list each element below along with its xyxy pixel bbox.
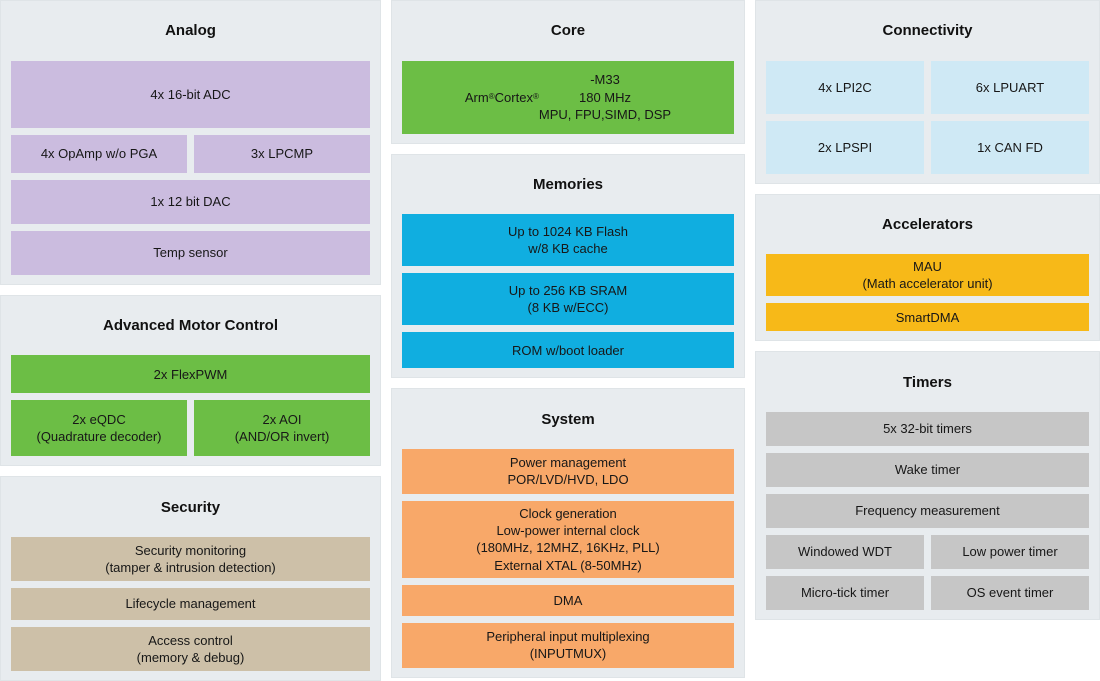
block-row: MAU (Math accelerator unit) [766, 254, 1089, 297]
block-low-power-timer[interactable]: Low power timer [931, 534, 1089, 569]
panel-title-timers: Timers [903, 373, 952, 391]
block-row: Access control (memory & debug) [11, 626, 370, 671]
block-row: Frequency measurement [766, 493, 1089, 528]
block-power-management[interactable]: Power management POR/LVD/HVD, LDO [402, 448, 734, 494]
block-can-fd[interactable]: 1x CAN FD [931, 120, 1089, 174]
block-temp-sensor[interactable]: Temp sensor [11, 230, 370, 275]
block-row: Temp sensor [11, 230, 370, 275]
block-clock-generation[interactable]: Clock generation Low-power internal cloc… [402, 500, 734, 578]
panel-analog: Analog 4x 16-bit ADC 4x OpAmp w/o PGA 3x… [0, 0, 381, 285]
block-row: Lifecycle management [11, 587, 370, 620]
panel-title-memories: Memories [532, 176, 604, 194]
panel-title-accelerators: Accelerators [882, 216, 973, 234]
block-row: ROM w/boot loader [402, 332, 734, 369]
panel-title-connectivity: Connectivity [882, 22, 973, 40]
panel-security: Security Security monitoring (tamper & i… [0, 476, 381, 681]
block-micro-tick-timer[interactable]: Micro-tick timer [766, 575, 924, 610]
panel-body-advanced-motor-control: 2x FlexPWM 2x eQDC (Quadrature decoder) … [11, 355, 370, 457]
panel-body-analog: 4x 16-bit ADC 4x OpAmp w/o PGA 3x LPCMP … [11, 60, 370, 275]
block-row: Micro-tick timer OS event timer [766, 575, 1089, 610]
block-row: 5x 32-bit timers [766, 411, 1089, 446]
block-row: Wake timer [766, 452, 1089, 487]
block-aoi[interactable]: 2x AOI (AND/OR invert) [194, 400, 370, 457]
block-access-control[interactable]: Access control (memory & debug) [11, 626, 370, 671]
block-eqdc[interactable]: 2x eQDC (Quadrature decoder) [11, 400, 187, 457]
block-row: Up to 256 KB SRAM (8 KB w/ECC) [402, 273, 734, 326]
block-lpi2c[interactable]: 4x LPI2C [766, 60, 924, 114]
block-lpspi[interactable]: 2x LPSPI [766, 120, 924, 174]
block-row: 2x eQDC (Quadrature decoder) 2x AOI (AND… [11, 400, 370, 457]
column-left: Analog 4x 16-bit ADC 4x OpAmp w/o PGA 3x… [0, 0, 381, 681]
panel-body-security: Security monitoring (tamper & intrusion … [11, 536, 370, 671]
block-inputmux[interactable]: Peripheral input multiplexing (INPUTMUX) [402, 622, 734, 668]
panel-advanced-motor-control: Advanced Motor Control 2x FlexPWM 2x eQD… [0, 294, 381, 467]
panel-timers: Timers 5x 32-bit timers Wake timer Frequ… [755, 351, 1100, 620]
block-rom-boot-loader[interactable]: ROM w/boot loader [402, 332, 734, 369]
block-lpcmp[interactable]: 3x LPCMP [194, 134, 370, 173]
block-lifecycle-management[interactable]: Lifecycle management [11, 587, 370, 620]
block-flexpwm[interactable]: 2x FlexPWM [11, 355, 370, 394]
block-mau[interactable]: MAU (Math accelerator unit) [766, 254, 1089, 297]
block-row: Up to 1024 KB Flash w/8 KB cache [402, 214, 734, 267]
panel-body-timers: 5x 32-bit timers Wake timer Frequency me… [766, 411, 1089, 610]
panel-body-system: Power management POR/LVD/HVD, LDO Clock … [402, 448, 734, 668]
block-row: Security monitoring (tamper & intrusion … [11, 536, 370, 581]
panel-body-memories: Up to 1024 KB Flash w/8 KB cache Up to 2… [402, 214, 734, 369]
panel-memories: Memories Up to 1024 KB Flash w/8 KB cach… [391, 153, 745, 379]
block-frequency-measurement[interactable]: Frequency measurement [766, 493, 1089, 528]
block-row: 4x OpAmp w/o PGA 3x LPCMP [11, 134, 370, 173]
block-security-monitoring[interactable]: Security monitoring (tamper & intrusion … [11, 536, 370, 581]
block-smartdma[interactable]: SmartDMA [766, 303, 1089, 332]
block-32-bit-timers[interactable]: 5x 32-bit timers [766, 411, 1089, 446]
block-row: 2x FlexPWM [11, 355, 370, 394]
panel-title-advanced-motor-control: Advanced Motor Control [103, 317, 278, 335]
panel-title-core: Core [550, 22, 586, 40]
block-dac[interactable]: 1x 12 bit DAC [11, 179, 370, 224]
block-row: 2x LPSPI 1x CAN FD [766, 120, 1089, 174]
block-dma[interactable]: DMA [402, 584, 734, 616]
block-row: Power management POR/LVD/HVD, LDO [402, 448, 734, 494]
panel-accelerators: Accelerators MAU (Math accelerator unit)… [755, 193, 1100, 342]
panel-system: System Power management POR/LVD/HVD, LDO… [391, 388, 745, 678]
block-opamp[interactable]: 4x OpAmp w/o PGA [11, 134, 187, 173]
panel-connectivity: Connectivity 4x LPI2C 6x LPUART 2x LPSPI… [755, 0, 1100, 184]
panel-title-security: Security [160, 498, 221, 516]
block-lpuart[interactable]: 6x LPUART [931, 60, 1089, 114]
block-row: 1x 12 bit DAC [11, 179, 370, 224]
block-row: Windowed WDT Low power timer [766, 534, 1089, 569]
block-row: Peripheral input multiplexing (INPUTMUX) [402, 622, 734, 668]
block-row: DMA [402, 584, 734, 616]
block-row: SmartDMA [766, 303, 1089, 332]
panel-title-analog: Analog [165, 22, 216, 40]
block-os-event-timer[interactable]: OS event timer [931, 575, 1089, 610]
panel-title-system: System [541, 410, 595, 428]
block-sram[interactable]: Up to 256 KB SRAM (8 KB w/ECC) [402, 273, 734, 326]
block-adc[interactable]: 4x 16-bit ADC [11, 60, 370, 128]
column-right: Connectivity 4x LPI2C 6x LPUART 2x LPSPI… [755, 0, 1100, 620]
panel-body-connectivity: 4x LPI2C 6x LPUART 2x LPSPI 1x CAN FD [766, 60, 1089, 174]
block-row: 4x 16-bit ADC [11, 60, 370, 128]
block-row: Clock generation Low-power internal cloc… [402, 500, 734, 578]
panel-body-accelerators: MAU (Math accelerator unit) SmartDMA [766, 254, 1089, 332]
block-wake-timer[interactable]: Wake timer [766, 452, 1089, 487]
block-windowed-wdt[interactable]: Windowed WDT [766, 534, 924, 569]
block-flash[interactable]: Up to 1024 KB Flash w/8 KB cache [402, 214, 734, 267]
block-row: 4x LPI2C 6x LPUART [766, 60, 1089, 114]
